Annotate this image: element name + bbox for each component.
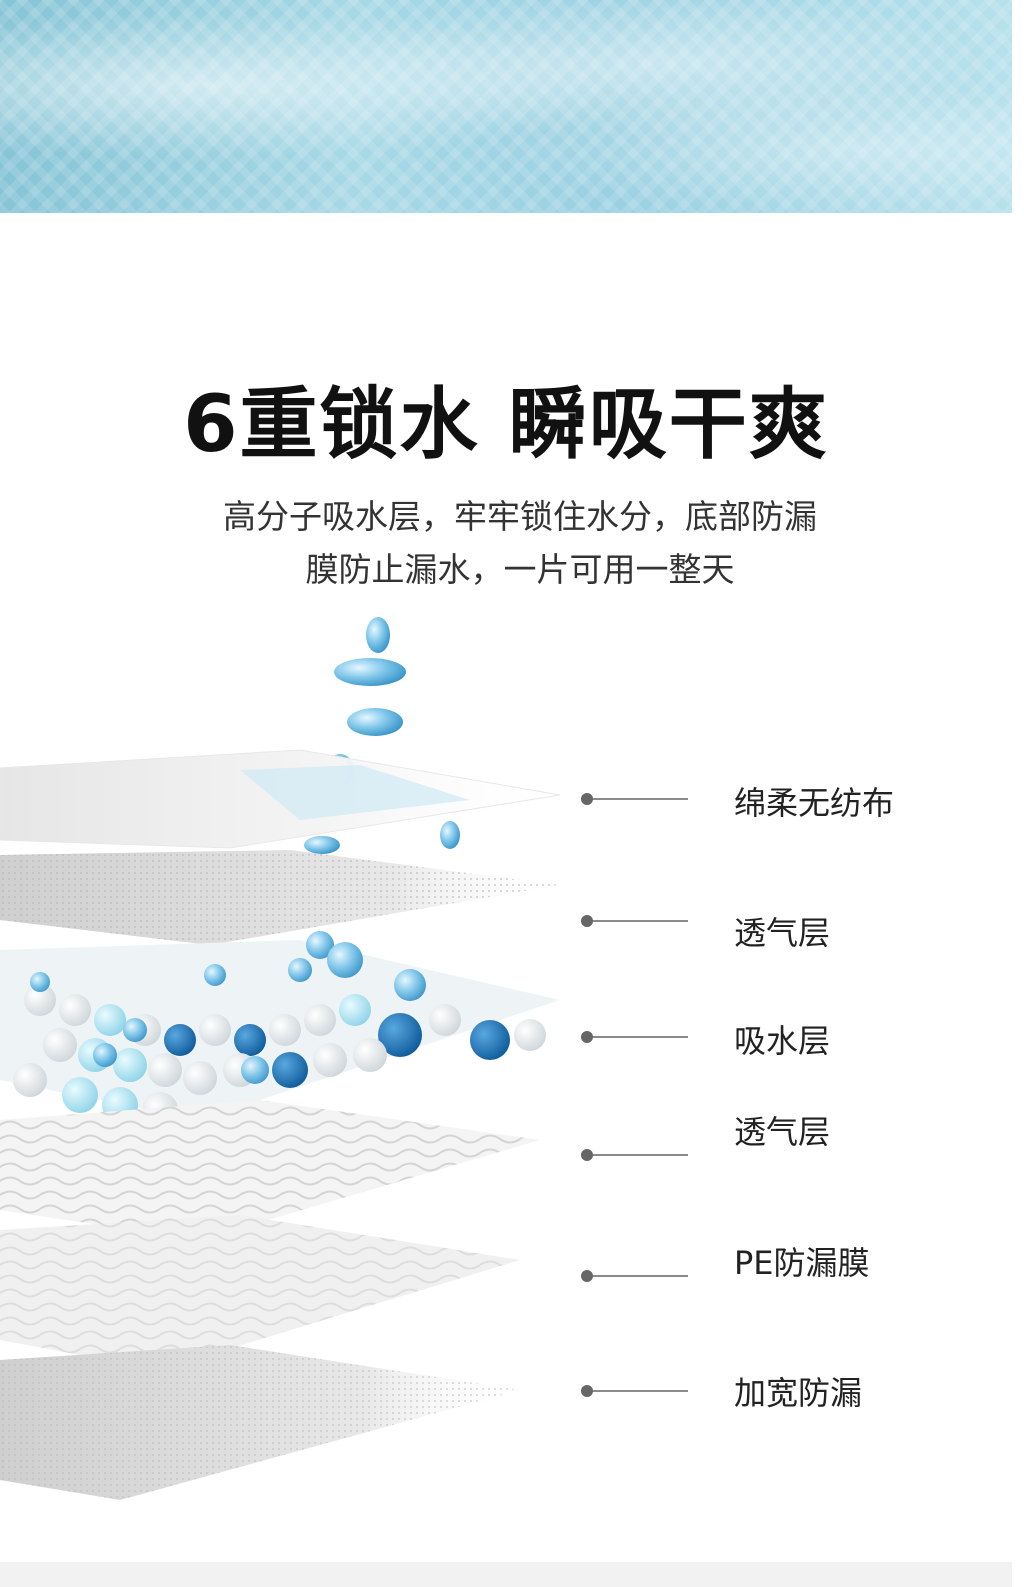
layer-label-breathable-2: 透气层 [734, 1113, 831, 1151]
leader-line-3 [581, 1031, 688, 1043]
absorbent-bead-layer [0, 931, 560, 1128]
leader-line-5 [581, 1270, 688, 1282]
layer-label-soft-nonwoven: 绵柔无纺布 [734, 784, 895, 822]
leader-line-1 [581, 793, 688, 805]
leader-line-4 [581, 1149, 688, 1161]
subtitle-line-1: 高分子吸水层，牢牢锁住水分，底部防漏 [223, 497, 817, 536]
soft-nonwoven-sheet [0, 749, 561, 849]
layer-label-pe-film: PE防漏膜 [734, 1244, 870, 1282]
layer-label-widened-leakproof: 加宽防漏 [734, 1374, 863, 1412]
breathable-layer-2 [0, 1100, 540, 1240]
breathable-layer-1 [0, 850, 560, 945]
layer-stack-illustration [0, 617, 561, 1500]
pe-leakproof-film [0, 1215, 520, 1370]
subtitle-line-2: 膜防止漏水，一片可用一整天 [305, 550, 735, 589]
layer-label-absorbent: 吸水层 [734, 1022, 831, 1060]
leader-line-6 [581, 1385, 688, 1397]
bottom-strip [0, 1562, 1012, 1587]
leader-line-2 [581, 915, 688, 927]
top-banner-texture [0, 0, 1012, 213]
layer-label-breathable-1: 透气层 [734, 914, 831, 952]
widened-leakproof-base [0, 1345, 520, 1500]
page-title: 6重锁水 瞬吸干爽 [183, 380, 829, 470]
